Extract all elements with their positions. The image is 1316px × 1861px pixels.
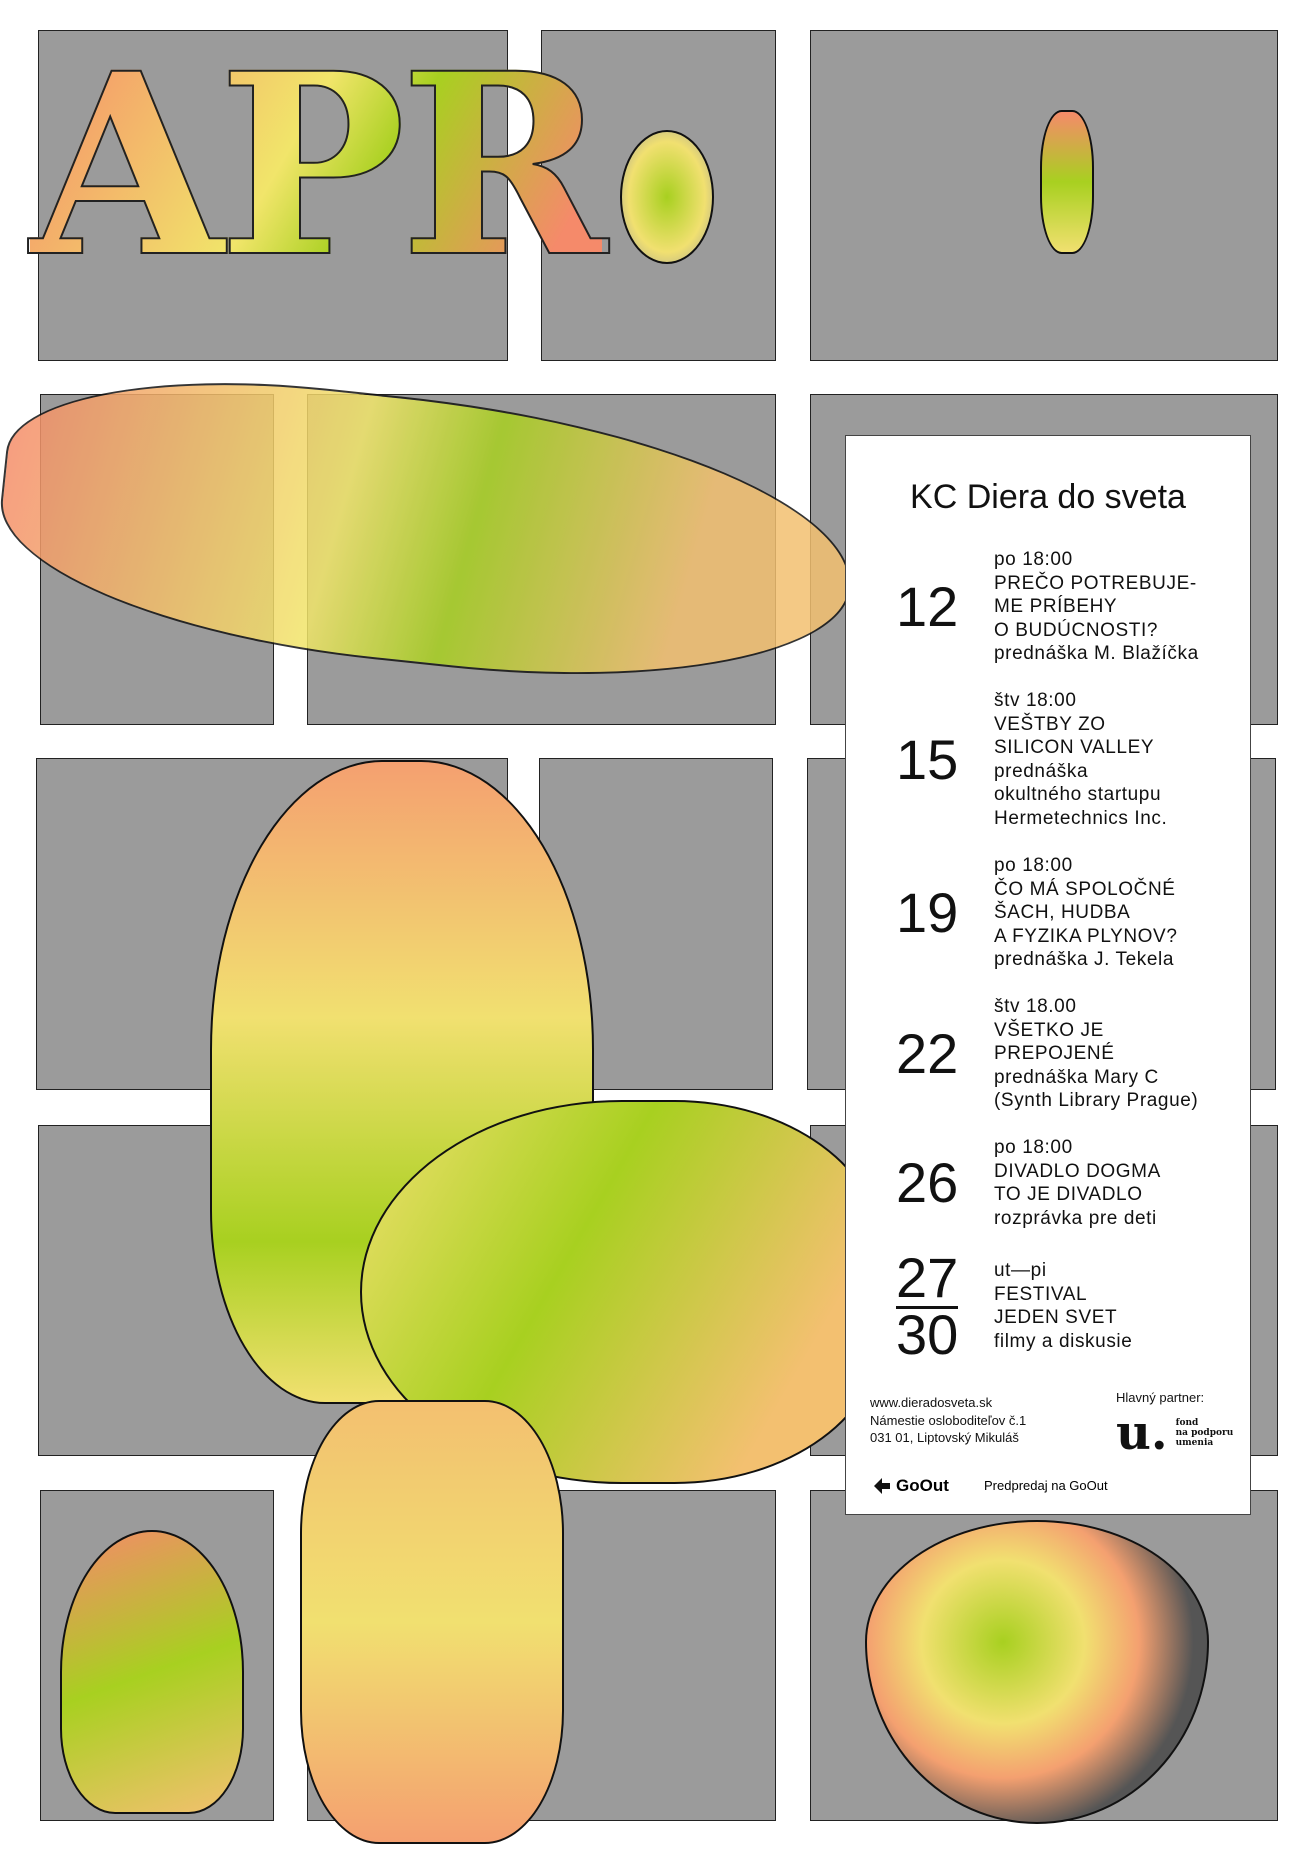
event-item: 12 po 18:00 PREČO POTREBUJE- ME PRÍBEHY … [896, 548, 1240, 666]
event-day: 22 [896, 1021, 959, 1085]
event-item: 26 po 18:00 DIVADLO DOGMA TO JE DIVADLO … [896, 1136, 1240, 1230]
goout-arrow-icon [874, 1478, 890, 1494]
event-time: štv 18:00 [994, 690, 1077, 711]
festival-time: ut—pi [994, 1260, 1047, 1282]
event-day: 19 [896, 880, 959, 944]
event-title: ME PRÍBEHY [994, 596, 1118, 617]
festival-day-to: 30 [896, 1302, 959, 1366]
event-description: prednáška M. Blažíčka [994, 643, 1199, 664]
event-description: prednáška [994, 760, 1089, 782]
event-time: po 18:00 [994, 1137, 1073, 1158]
event-title: O BUDÚCNOSTI? [994, 619, 1159, 641]
event-title: A FYZIKA PLYNOV? [994, 925, 1178, 947]
event-title: VEŠTBY ZO [994, 713, 1106, 735]
main-partner: Hlavný partner: u. fond na podporu umeni… [1116, 1390, 1233, 1457]
venue-contact: www.dieradosveta.sk Námestie osloboditeľ… [870, 1394, 1026, 1447]
event-time: po 18:00 [994, 549, 1073, 570]
festival-day-from: 27 [896, 1246, 959, 1309]
venue-title: KC Diera do sveta [910, 478, 1186, 516]
event-title: PREPOJENÉ [994, 1043, 1115, 1064]
event-title: TO JE DIVADLO [994, 1184, 1143, 1205]
event-title: SILICON VALLEY [994, 737, 1155, 758]
fpu-logo-text: na podporu [1175, 1428, 1234, 1438]
event-description: (Synth Library Prague) [994, 1090, 1199, 1111]
grid-tile [38, 30, 508, 361]
address-line: Námestie osloboditeľov č.1 [870, 1412, 1027, 1428]
fpu-logo-mark: u. [1116, 1405, 1168, 1461]
event-item: 15 štv 18:00 VEŠTBY ZO SILICON VALLEY pr… [896, 689, 1240, 830]
event-time: štv 18.00 [994, 996, 1077, 1017]
festival-description: filmy a diskusie [994, 1330, 1133, 1352]
fpu-logo: u. fond na podporu umenia [1116, 1409, 1233, 1457]
event-day: 12 [896, 574, 959, 638]
illustration-heart-globe [865, 1520, 1209, 1824]
illustration-cat [60, 1530, 244, 1814]
illustration-legs [300, 1400, 564, 1844]
event-description: prednáška J. Tekela [994, 949, 1175, 970]
event-day: 15 [896, 727, 959, 791]
festival-days: 27 30 [896, 1246, 994, 1366]
partner-label: Hlavný partner: [1116, 1390, 1205, 1405]
event-description: Hermetechnics Inc. [994, 807, 1168, 829]
event-title: VŠETKO JE [994, 1019, 1104, 1041]
festival-title: FESTIVAL [994, 1283, 1088, 1305]
event-description: okultného startupu [994, 784, 1162, 805]
illustration-face [620, 130, 714, 264]
event-item: 22 štv 18.00 VŠETKO JE PREPOJENÉ prednáš… [896, 995, 1240, 1113]
event-title: DIVADLO DOGMA [994, 1160, 1161, 1182]
event-title: ŠACH, HUDBA [994, 902, 1131, 923]
illustration-dancer [1040, 110, 1094, 254]
festival-title: JEDEN SVET [994, 1307, 1118, 1329]
event-description: prednáška Mary C [994, 1066, 1159, 1088]
presale-link[interactable]: Predpredaj na GoOut [984, 1478, 1108, 1493]
festival-item: 27 30 ut—pi FESTIVAL JEDEN SVET filmy a … [896, 1246, 1240, 1366]
event-title: PREČO POTREBUJE- [994, 572, 1197, 594]
event-title: ČO MÁ SPOLOČNÉ [994, 878, 1176, 900]
event-time: po 18:00 [994, 855, 1073, 876]
fpu-logo-text: umenia [1175, 1438, 1214, 1448]
goout-logo-text: GoOut [896, 1476, 949, 1495]
website-link[interactable]: www.dieradosveta.sk [870, 1395, 993, 1410]
event-item: 19 po 18:00 ČO MÁ SPOLOČNÉ ŠACH, HUDBA A… [896, 854, 1240, 972]
month-lettering: APR [29, 18, 609, 312]
goout-logo[interactable]: GoOut [872, 1476, 949, 1496]
event-panel: KC Diera do sveta 12 po 18:00 PREČO POTR… [845, 435, 1251, 1515]
fpu-logo-text: fond [1175, 1418, 1199, 1428]
event-description: rozprávka pre deti [994, 1207, 1157, 1229]
event-day: 26 [896, 1151, 959, 1214]
address-line: 031 01, Liptovský Mikuláš [870, 1430, 1019, 1445]
